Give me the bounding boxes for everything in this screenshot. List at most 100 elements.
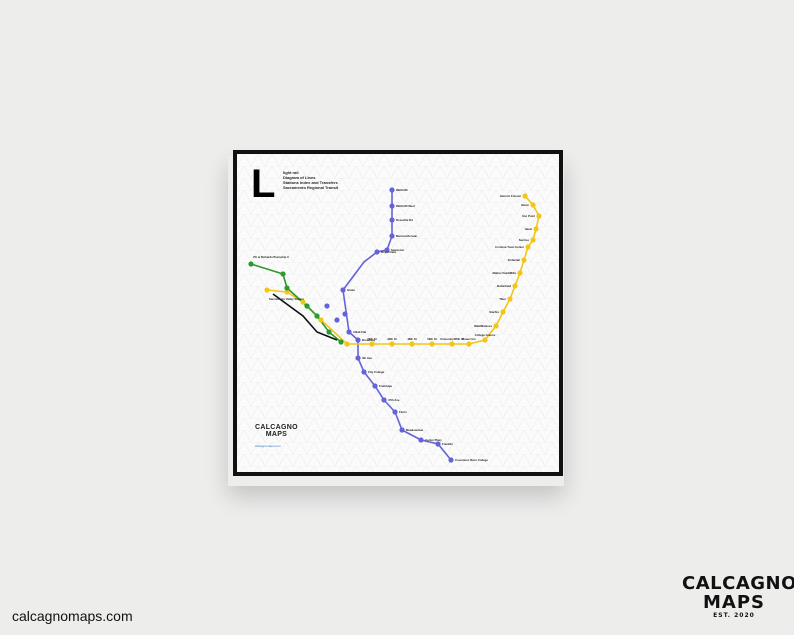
- station-dot-blue: [389, 217, 395, 223]
- station-dot-green: [284, 285, 290, 291]
- station-dot-blue: [392, 409, 398, 415]
- station-dot-blue: [381, 397, 387, 403]
- station-dot-yellow: [300, 299, 306, 305]
- station-label-yellow: 29th St: [367, 337, 376, 341]
- station-dot-yellow: [409, 341, 415, 347]
- station-label-blue: Cosumnes River College: [455, 458, 488, 462]
- station-label-yellow: Cordova Town Center: [495, 245, 525, 249]
- station-dot-blue: [389, 203, 395, 209]
- station-label-yellow: 39th St: [387, 337, 396, 341]
- station-label-blue: Watt/I-80: [396, 188, 408, 192]
- site-url[interactable]: calcagnomaps.com: [12, 608, 133, 624]
- poster-url: calcagnomaps.com: [255, 444, 281, 448]
- station-dot-blue: [374, 249, 380, 255]
- station-label-blue: Franklin: [442, 442, 453, 446]
- station-dot-blue: [435, 441, 441, 447]
- station-label-blue: Globe: [347, 288, 355, 292]
- station-dot-yellow: [449, 341, 455, 347]
- station-label-yellow: Sunrise: [519, 238, 530, 242]
- station-label-blue: Marconi/Arcade: [396, 234, 417, 238]
- station-dot-green: [326, 329, 332, 335]
- station-dot-yellow: [493, 323, 499, 329]
- poster-logo-line2: MAPS: [265, 431, 288, 438]
- brand-est: EST. 2020: [713, 612, 755, 619]
- station-label-yellow: University/65th St: [440, 337, 464, 341]
- station-label-yellow: Watt/Manlove: [474, 324, 492, 328]
- station-dot-blue: [346, 329, 352, 335]
- station-dot-yellow: [369, 341, 375, 347]
- station-dot-blue: [361, 369, 367, 375]
- black-line: [272, 293, 338, 341]
- station-label-green: Sacramento Valley Station: [269, 297, 304, 301]
- station-label-blue: Swanston: [391, 248, 405, 252]
- title-line: light rail: [283, 170, 299, 175]
- station-label-blue: Alkali Flat: [353, 330, 366, 334]
- station-label-blue: City College: [368, 370, 385, 374]
- station-dot-blue: [334, 317, 340, 323]
- station-dot-yellow: [284, 289, 290, 295]
- station-dot-blue: [342, 311, 348, 317]
- station-label-blue: Florin: [399, 410, 407, 414]
- station-label-yellow: Mather Field/Mills: [493, 271, 517, 275]
- station-dot-yellow: [525, 244, 531, 250]
- station-label-blue: Meadowview: [406, 428, 424, 432]
- poster-logo-line1: CALCAGNO: [255, 424, 298, 431]
- station-label-blue: 47th Ave: [388, 398, 400, 402]
- station-dot-yellow: [264, 287, 270, 293]
- station-dot-green: [280, 271, 286, 277]
- station-label-yellow: Starfire: [489, 310, 499, 314]
- station-label-yellow: Iron Point: [522, 214, 535, 218]
- station-dot-green: [248, 261, 254, 267]
- station-label-blue: Fruitridge: [379, 384, 392, 388]
- station-label-blue: Roseville Rd: [396, 218, 413, 222]
- station-label-blue: Broadway: [362, 338, 376, 342]
- station-dot-yellow: [429, 341, 435, 347]
- station-label-blue: Watt/I-80 West: [396, 204, 415, 208]
- station-dot-yellow: [536, 213, 542, 219]
- station-dot-yellow: [344, 341, 350, 347]
- poster-logo: CALCAGNO MAPS: [255, 424, 298, 438]
- station-dot-yellow: [521, 257, 527, 263]
- station-label-blue: Center Pkwy: [425, 438, 442, 442]
- station-dot-blue: [384, 247, 390, 253]
- station-dot-blue: [389, 187, 395, 193]
- brand-line2: MAPS: [703, 592, 765, 613]
- station-dot-yellow: [530, 202, 536, 208]
- station-dot-blue: [355, 355, 361, 361]
- title-line: Stations Index and Transfers: [283, 180, 338, 185]
- brand-logo: CALCAGNO MAPS EST. 2020: [682, 573, 794, 620]
- station-dot-yellow: [318, 317, 324, 323]
- station-label-yellow: College Greens: [475, 333, 496, 337]
- station-dot-blue: [372, 383, 378, 389]
- station-label-yellow: Zinfandel: [508, 258, 521, 262]
- station-label-yellow: Glenn: [521, 203, 529, 207]
- station-label-blue: Royal Oaks: [381, 250, 397, 254]
- station-dot-blue: [355, 337, 361, 343]
- station-label-yellow: Tiber: [499, 297, 507, 301]
- station-dot-blue: [324, 303, 330, 309]
- station-dot-blue: [418, 437, 424, 443]
- station-dot-green: [314, 313, 320, 319]
- station-label-yellow: Power Inn: [462, 337, 476, 341]
- station-dot-yellow: [500, 309, 506, 315]
- title-line: Sacramento Regional Transit: [283, 185, 339, 190]
- station-label-yellow: Butterfield: [497, 284, 511, 288]
- brand-line1: CALCAGNO: [682, 573, 794, 594]
- station-label-yellow: Hazel: [525, 227, 533, 231]
- station-dot-yellow: [482, 337, 488, 343]
- station-dot-green: [304, 303, 310, 309]
- station-dot-yellow: [522, 193, 528, 199]
- station-label-yellow: 48th St: [407, 337, 416, 341]
- station-dot-yellow: [517, 270, 523, 276]
- station-dot-green: [338, 339, 344, 345]
- station-label-blue: 4th Ave: [362, 356, 372, 360]
- station-dot-yellow: [530, 237, 536, 243]
- station-dot-blue: [448, 457, 454, 463]
- title-line: Diagram of Lines: [283, 175, 316, 180]
- station-dot-blue: [340, 287, 346, 293]
- station-dot-blue: [389, 233, 395, 239]
- station-dot-yellow: [389, 341, 395, 347]
- poster-title-block: light rail Diagram of Lines Stations Ind…: [283, 170, 338, 190]
